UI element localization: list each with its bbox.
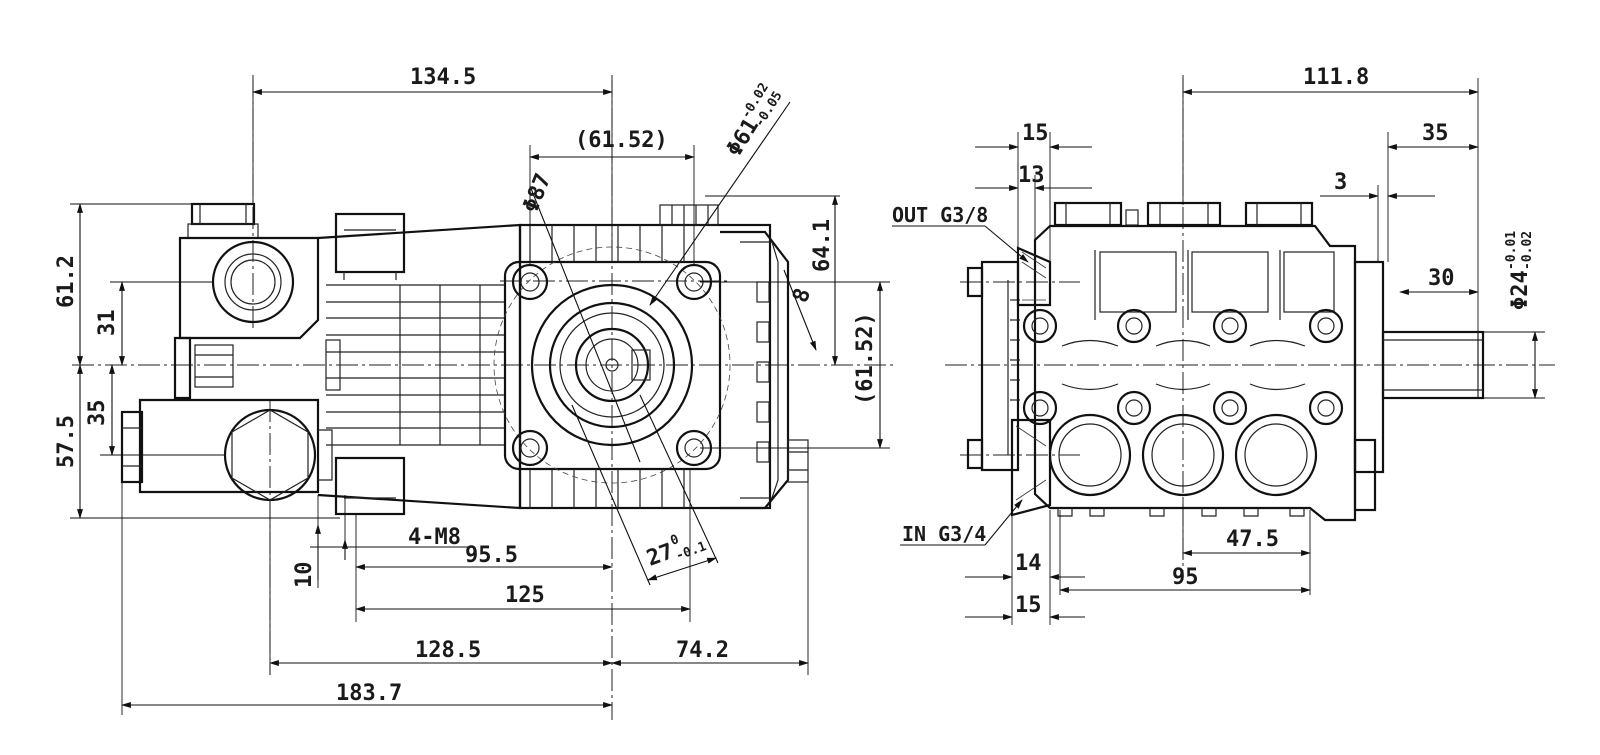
pump-body bbox=[317, 212, 522, 516]
dim-4-m8: 4-M8 bbox=[408, 525, 461, 550]
dim-line-8 bbox=[783, 269, 817, 351]
front-dimension-lines bbox=[77, 89, 883, 708]
dim-95-5: 95.5 bbox=[465, 543, 518, 568]
dim-10: 10 bbox=[292, 562, 317, 589]
dim-15-top: 15 bbox=[1022, 121, 1049, 146]
dim-27-line-a bbox=[571, 404, 651, 586]
dim-35-left: 35 bbox=[85, 400, 110, 427]
dim-phi87: Φ87 bbox=[518, 170, 556, 216]
dim-125: 125 bbox=[505, 583, 545, 608]
manifold-head bbox=[120, 202, 333, 502]
gear-flange bbox=[493, 204, 809, 510]
phi61-leader bbox=[649, 101, 791, 306]
dim-phi61-tolerance: Φ61 -0.02 -0.05 bbox=[722, 80, 786, 161]
dim-35-side: 35 bbox=[1422, 121, 1449, 146]
in-leader-arrow bbox=[984, 499, 1023, 546]
dim-128-5: 128.5 bbox=[415, 638, 481, 663]
dim-13: 13 bbox=[1018, 163, 1045, 188]
dim-111-8: 111.8 bbox=[1303, 65, 1369, 90]
dim-74-2: 74.2 bbox=[676, 638, 729, 663]
dim-134-5: 134.5 bbox=[410, 65, 476, 90]
dim-3: 3 bbox=[1334, 170, 1347, 195]
dim-57-5: 57.5 bbox=[54, 415, 79, 468]
dim-61-52-top: (61.52) bbox=[575, 128, 668, 153]
dim-15-bottom: 15 bbox=[1015, 593, 1042, 618]
dim-line-27 bbox=[647, 557, 717, 581]
dim-61-2: 61.2 bbox=[54, 255, 79, 308]
outlet-port-label: OUT G3/8 bbox=[892, 203, 988, 227]
dim-27-tolerance: 27 0 -0.1 bbox=[644, 532, 709, 572]
dim-183-7: 183.7 bbox=[336, 681, 402, 706]
phi24-main: Φ24 bbox=[1508, 270, 1533, 310]
side-body bbox=[966, 201, 1485, 522]
dim-95: 95 bbox=[1172, 565, 1199, 590]
phi24-lower: -0.02 bbox=[1520, 231, 1535, 270]
dim-64-1: 64.1 bbox=[810, 219, 835, 272]
side-dimension-lines bbox=[892, 89, 1538, 620]
front-view: 134.5 (61.52) 61.2 31 35 57.5 64.1 8 (61… bbox=[54, 65, 895, 720]
side-view: 111.8 35 15 13 3 30 14 15 47.5 95 Φ24 -0… bbox=[892, 65, 1555, 625]
inlet-port-label: IN G3/4 bbox=[902, 522, 986, 546]
dim-30: 30 bbox=[1428, 266, 1455, 291]
dim-8: 8 bbox=[788, 285, 816, 306]
dim-61-52-right: (61.52) bbox=[853, 312, 878, 405]
dim-14: 14 bbox=[1015, 551, 1042, 576]
phi24-upper: -0.01 bbox=[1504, 231, 1519, 270]
out-leader-arrow bbox=[984, 225, 1029, 263]
dim-31: 31 bbox=[95, 310, 120, 337]
dim-phi24-tolerance: Φ24 -0.01 -0.02 bbox=[1504, 231, 1535, 310]
dim-47-5: 47.5 bbox=[1226, 527, 1279, 552]
phi87-leader bbox=[529, 185, 641, 463]
front-extension-lines bbox=[70, 80, 890, 715]
dim-27-line-b bbox=[639, 394, 719, 564]
